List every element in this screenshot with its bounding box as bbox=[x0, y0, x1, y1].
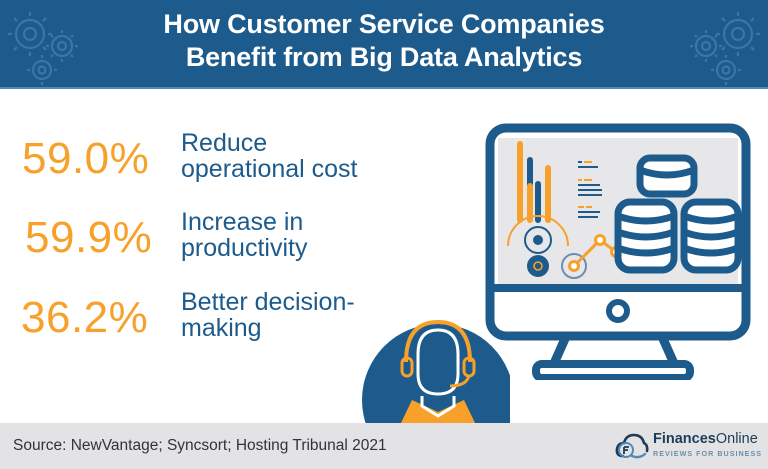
stat-item: 59.0% Reduce operational cost bbox=[0, 128, 420, 198]
page-title: How Customer Service Companies Benefit f… bbox=[0, 8, 768, 74]
stat-item: 36.2% Better decision- making bbox=[0, 287, 420, 357]
cloud-logo-icon bbox=[615, 433, 649, 459]
stat-value: 59.0% bbox=[22, 134, 150, 183]
gears-icon bbox=[8, 12, 78, 85]
stat-value: 59.9% bbox=[25, 213, 153, 262]
brand-tagline: REVIEWS FOR BUSINESS bbox=[653, 449, 763, 458]
source-text: Source: NewVantage; Syncsort; Hosting Tr… bbox=[13, 437, 387, 454]
title-line-1: How Customer Service Companies bbox=[163, 9, 605, 39]
stat-label: Reduce operational cost bbox=[181, 129, 358, 183]
brand-name-rest: Online bbox=[715, 431, 758, 447]
headset-agent-icon bbox=[362, 319, 510, 425]
stat-item: 59.9% Increase in productivity bbox=[0, 207, 420, 277]
brand-name: FinancesOnline bbox=[653, 431, 758, 448]
gears-icon bbox=[690, 12, 760, 85]
header-banner: How Customer Service Companies Benefit f… bbox=[0, 0, 768, 89]
title-line-2: Benefit from Big Data Analytics bbox=[185, 42, 583, 72]
monitor-analytics-icon bbox=[485, 123, 751, 380]
stat-label: Increase in productivity bbox=[181, 208, 308, 262]
financesonline-logo[interactable]: FinancesOnline REVIEWS FOR BUSINESS bbox=[615, 430, 765, 464]
stats-list: 59.0% Reduce operational cost 59.9% Incr… bbox=[0, 110, 420, 370]
brand-name-bold: Finances bbox=[653, 431, 716, 447]
stat-value: 36.2% bbox=[21, 293, 149, 342]
stat-label: Better decision- making bbox=[181, 288, 355, 342]
footer: Source: NewVantage; Syncsort; Hosting Tr… bbox=[0, 423, 768, 469]
